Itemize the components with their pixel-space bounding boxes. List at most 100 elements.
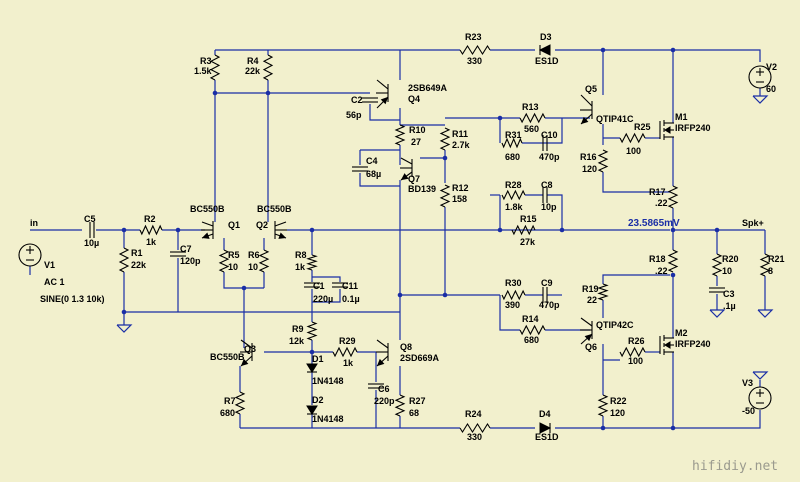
c9 (542, 287, 548, 303)
label-c11v: 0.1µ (342, 294, 360, 304)
label-r29v: 1k (343, 358, 354, 368)
label-c9v: 470p (539, 300, 560, 310)
label-probe: 23.5865mV (628, 218, 680, 229)
c3 (709, 287, 725, 293)
junction-dot (397, 292, 403, 298)
r20 (711, 253, 723, 277)
wire (312, 276, 341, 282)
r16 (597, 149, 609, 173)
label-v1s: SINE(0 1.3 10k) (40, 294, 105, 304)
label-d1v: 1N4148 (312, 376, 344, 386)
label-r4v: 22k (245, 66, 261, 76)
label-r18v: .22 (655, 266, 668, 276)
label-v1a: AC 1 (44, 277, 65, 287)
label-m1: M1 (675, 112, 688, 122)
label-r21v: 8 (768, 266, 773, 276)
wire (223, 272, 264, 289)
r4 (262, 54, 274, 81)
ground-symbol (709, 309, 726, 318)
label-q3v: BC550B (210, 352, 245, 362)
label-v3v: -50 (742, 406, 755, 416)
q2 (274, 221, 287, 239)
label-c6v: 220p (374, 396, 395, 406)
label-c8v: 10p (541, 202, 557, 212)
wire (499, 295, 520, 331)
label-r12v: 158 (452, 194, 467, 204)
label-q1: Q1 (228, 220, 240, 230)
label-r30: R30 (505, 278, 522, 288)
label-r13v: 560 (524, 124, 539, 134)
r14 (519, 324, 546, 336)
label-r9: R9 (292, 324, 304, 334)
label-m2: M2 (675, 328, 688, 338)
wire (602, 172, 670, 193)
component-layer (18, 44, 774, 434)
label-r13: R13 (522, 102, 539, 112)
label-r1v: 22k (131, 260, 147, 270)
r12 (439, 184, 451, 208)
label-layer: R31.5kR422kR23330D3ES1DV2602SB649AQ4C256… (30, 32, 785, 474)
wire (312, 289, 341, 303)
label-r15: R15 (520, 214, 537, 224)
label-r11v: 2.7k (452, 140, 471, 150)
label-r7: R7 (224, 396, 236, 406)
junction-dot (714, 227, 720, 233)
r10 (394, 124, 406, 146)
junction-dot (121, 309, 127, 315)
label-r14: R14 (522, 314, 539, 324)
q4 (376, 79, 389, 109)
label-r12: R12 (452, 183, 469, 193)
label-c5v: 10µ (84, 238, 99, 248)
label-r16v: 120 (582, 164, 597, 174)
junction-dot (175, 227, 181, 233)
v1 (18, 243, 42, 267)
wire (369, 104, 400, 121)
junction-dot (442, 155, 448, 161)
label-c1v: 220µ (313, 294, 333, 304)
r27 (394, 394, 406, 417)
label-c7v: 120p (180, 256, 201, 266)
d2 (306, 405, 318, 415)
label-q2l: BC550B (257, 204, 292, 214)
label-r9v: 12k (289, 336, 305, 346)
label-c5: C5 (84, 214, 96, 224)
label-r6: R6 (248, 250, 260, 260)
r13 (519, 112, 546, 124)
label-c1: C1 (313, 281, 325, 291)
label-r10v: 27 (411, 137, 421, 147)
r25 (619, 132, 646, 144)
label-r5: R5 (228, 250, 240, 260)
label-c11: C11 (342, 281, 358, 291)
label-r25: R25 (634, 122, 651, 132)
label-d3v: ES1D (535, 56, 559, 66)
m1 (659, 120, 674, 140)
junction-dot (670, 47, 676, 53)
d4 (539, 422, 552, 434)
label-r27: R27 (409, 396, 426, 406)
q8 (376, 339, 389, 367)
r2 (139, 224, 163, 236)
ground-symbol (757, 309, 774, 318)
label-q1l: BC550B (190, 204, 225, 214)
c1 (304, 282, 320, 288)
label-c2v: 56p (346, 110, 362, 120)
label-r17: R17 (649, 187, 666, 197)
junction-dot (600, 47, 606, 53)
label-r16: R16 (580, 152, 597, 162)
r29 (332, 346, 358, 358)
c8 (542, 187, 548, 203)
label-r11: R11 (452, 129, 468, 139)
label-r26v: 100 (628, 356, 643, 366)
r6 (258, 249, 270, 273)
label-r24: R24 (465, 409, 482, 419)
label-q5: Q5 (585, 84, 597, 94)
label-v2v: 60 (766, 84, 776, 94)
label-d3: D3 (540, 32, 552, 42)
wire (547, 194, 563, 230)
r1 (118, 247, 130, 273)
label-c8: C8 (541, 180, 553, 190)
label-d4v: ES1D (535, 432, 559, 442)
c5 (89, 222, 95, 238)
c11 (332, 282, 348, 288)
